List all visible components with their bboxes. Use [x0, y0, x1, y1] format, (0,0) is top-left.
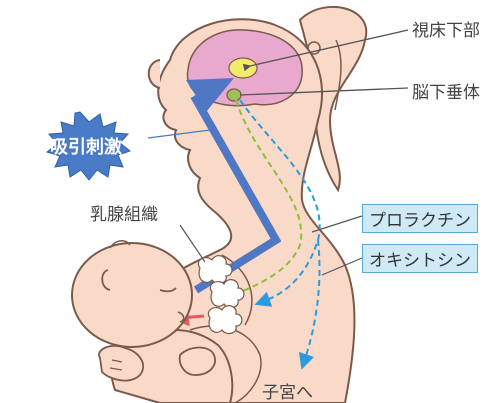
suction-stimulus-label: 吸引刺激 — [50, 133, 122, 159]
prolactin-label: プロラクチン — [362, 204, 478, 233]
baby-head — [72, 243, 192, 347]
to-uterus-label: 子宮へ — [262, 378, 313, 403]
hypothalamus-shape — [229, 58, 257, 78]
pituitary-shape — [227, 89, 241, 101]
mammary-tissue-label: 乳腺組織 — [90, 200, 158, 225]
hypothalamus-label: 視床下部 — [412, 16, 480, 41]
pituitary-label: 脳下垂体 — [412, 78, 480, 103]
mammary-leader — [180, 225, 205, 262]
oxytocin-label: オキシトシン — [362, 244, 478, 273]
